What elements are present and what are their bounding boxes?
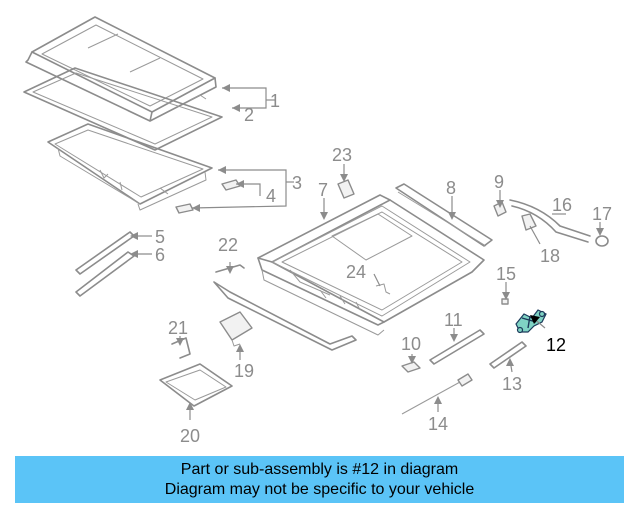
callout-21: 21 <box>168 318 188 338</box>
callout-16: 16 <box>552 195 572 215</box>
nut-15 <box>501 298 509 305</box>
callout-numbers: 1 2 3 4 5 6 7 8 9 10 11 12 13 14 15 16 1… <box>155 91 612 446</box>
callout-14: 14 <box>428 414 448 434</box>
guide-13 <box>489 341 527 369</box>
bracket-plate-20 <box>159 363 233 407</box>
banner-line-disclaimer: Diagram may not be specific to your vehi… <box>164 480 475 498</box>
callout-24: 24 <box>346 262 366 282</box>
callout-8: 8 <box>446 178 456 198</box>
cable-14 <box>401 373 473 415</box>
parts-diagram: 1 2 3 4 5 6 7 8 9 10 11 12 13 14 15 16 1… <box>23 16 612 446</box>
leader-lines <box>134 87 601 420</box>
clip-24 <box>375 283 391 295</box>
sunroof-frame <box>47 123 213 211</box>
block-10 <box>401 361 421 373</box>
callout-19: 19 <box>234 361 254 381</box>
sunroof-glass-panel <box>25 16 217 122</box>
glass-weatherstrip <box>23 67 223 151</box>
highlighted-part-12 <box>515 309 547 334</box>
callout-20: 20 <box>180 426 200 446</box>
side-rails <box>75 231 135 297</box>
banner-line-part-number: Part or sub-assembly is #12 in diagram <box>180 460 459 478</box>
small-bracket-parts <box>175 179 241 214</box>
arrowheads <box>130 84 604 410</box>
rear-rail <box>395 183 493 247</box>
callout-9: 9 <box>494 172 504 192</box>
callout-1: 1 <box>270 91 280 111</box>
callout-4: 4 <box>266 186 276 206</box>
callout-7: 7 <box>318 180 328 200</box>
callout-5: 5 <box>155 227 165 247</box>
guide-11 <box>429 329 485 365</box>
drain-hose-group <box>493 199 609 247</box>
callout-13: 13 <box>502 374 522 394</box>
callout-15: 15 <box>496 264 516 284</box>
callout-2: 2 <box>244 105 254 125</box>
callout-23: 23 <box>332 145 352 165</box>
callout-6: 6 <box>155 245 165 265</box>
drain-strip <box>213 264 357 351</box>
callout-11: 11 <box>444 310 463 330</box>
motor-19 <box>219 311 253 347</box>
clip-23 <box>337 179 355 199</box>
callout-22: 22 <box>218 235 238 255</box>
info-banner: Part or sub-assembly is #12 in diagram D… <box>15 456 624 503</box>
callout-17: 17 <box>592 204 612 224</box>
callout-18: 18 <box>540 246 560 266</box>
callout-10: 10 <box>401 334 421 354</box>
sunroof-housing <box>257 194 485 336</box>
callout-3: 3 <box>292 173 302 193</box>
callout-12: 12 <box>546 335 566 355</box>
